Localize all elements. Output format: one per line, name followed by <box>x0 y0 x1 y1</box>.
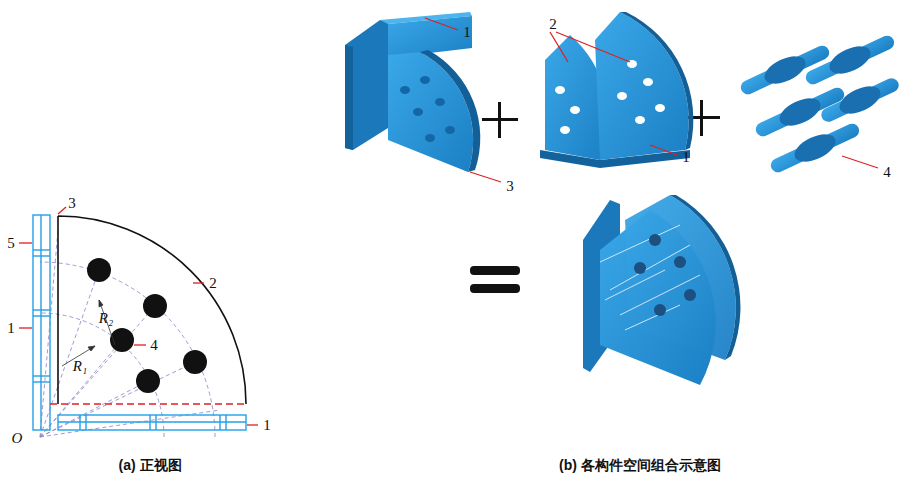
part-2-1 <box>540 12 693 168</box>
assembly <box>583 195 740 385</box>
callout-number: 1 <box>463 25 471 40</box>
dimension-label: R₁ <box>73 359 87 374</box>
callout-number: 1 <box>682 150 690 165</box>
callout-number: 4 <box>883 165 891 180</box>
bolts-4 <box>737 30 903 179</box>
callout-number: 1 <box>7 321 15 336</box>
callout-number: 3 <box>506 179 514 194</box>
origin-label: O <box>12 431 23 446</box>
callout-number: 5 <box>7 236 15 251</box>
callout-number: 3 <box>68 196 76 211</box>
callout-number: 1 <box>263 418 271 433</box>
callout-number: 2 <box>549 17 557 32</box>
callout-number: 2 <box>209 276 217 291</box>
callout-number: 4 <box>150 338 158 353</box>
subfigure-caption: (b) 各构件空间组合示意图 <box>559 458 721 472</box>
subfigure-caption: (a) 正视图 <box>119 458 182 472</box>
equals-sign <box>470 266 520 293</box>
front-view <box>19 207 258 437</box>
part-3 <box>345 12 480 172</box>
dimension-label: R₂ <box>99 311 113 326</box>
